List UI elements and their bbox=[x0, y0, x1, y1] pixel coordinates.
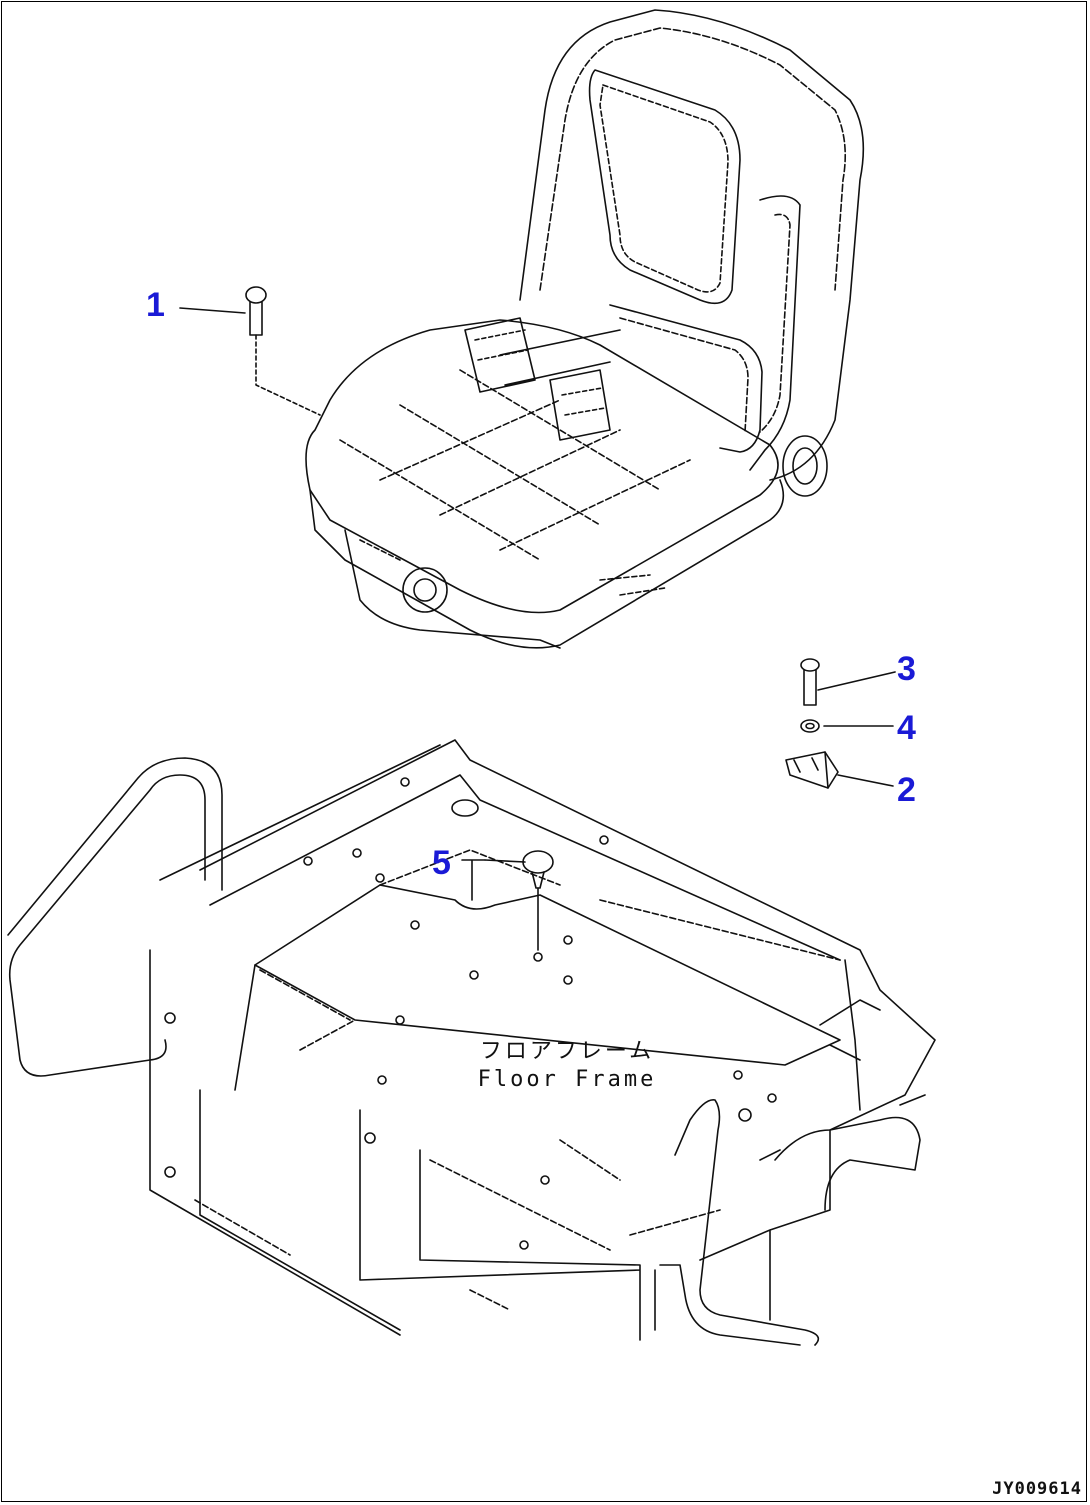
floor-frame bbox=[7, 739, 936, 1346]
callout-1: 1 bbox=[146, 286, 165, 324]
seat-backrest-panel-inner bbox=[599, 84, 729, 293]
part-5-grommet bbox=[522, 850, 554, 951]
floor-frame-label-jp: フロアフレーム bbox=[479, 1039, 655, 1064]
seat-belt-buckle bbox=[474, 329, 606, 416]
right-handrail-outer bbox=[654, 1264, 801, 1346]
leader-1 bbox=[179, 307, 246, 314]
callout-5: 5 bbox=[432, 844, 451, 882]
part-4-washer bbox=[800, 719, 820, 733]
callout-3: 3 bbox=[897, 650, 916, 688]
floor-frame-front-wall bbox=[149, 949, 401, 1336]
seat-backrest-inner bbox=[539, 27, 847, 291]
floor-frame-recess bbox=[254, 884, 841, 1066]
seat-suspension-wheel bbox=[402, 567, 448, 613]
seat-cushion-quilting bbox=[339, 369, 691, 561]
leader-3 bbox=[817, 671, 896, 691]
left-handrail bbox=[8, 774, 206, 1077]
part-1-bolt bbox=[245, 286, 321, 416]
floor-frame-top bbox=[199, 739, 936, 1131]
floor-frame-front-panel bbox=[359, 1109, 641, 1341]
left-handrail-inner bbox=[7, 757, 223, 936]
leader-5 bbox=[461, 859, 486, 901]
callout-4: 4 bbox=[897, 709, 916, 747]
drawing-number: JY009614 bbox=[992, 1479, 1082, 1499]
callout-2: 2 bbox=[897, 771, 916, 809]
floor-frame-recess-inner bbox=[299, 849, 841, 1051]
leader-2 bbox=[837, 774, 894, 787]
seat-belt bbox=[464, 317, 621, 441]
floor-frame-dashed-edges bbox=[194, 969, 721, 1311]
seat-suspension-wheel-hub bbox=[413, 578, 437, 602]
seat-side-bolster-inner bbox=[759, 213, 791, 433]
part-2-bracket bbox=[785, 751, 839, 789]
seat-suspension-detail bbox=[359, 539, 666, 596]
seat-cushion-front bbox=[309, 479, 785, 649]
rear-post bbox=[819, 959, 881, 1111]
seat-side-bolster bbox=[749, 195, 801, 471]
rear-mount bbox=[759, 1094, 926, 1211]
seat-armrest-inner bbox=[619, 317, 749, 433]
seat-suspension bbox=[344, 529, 561, 649]
leader-5-b bbox=[484, 859, 526, 863]
seat-backrest-panel bbox=[588, 69, 741, 305]
operator-seat bbox=[305, 9, 865, 649]
right-handrail bbox=[674, 1099, 820, 1346]
floor-frame-top-edge bbox=[159, 744, 841, 961]
seat-recline-knob-inner bbox=[792, 447, 818, 485]
part-3-bolt bbox=[800, 658, 820, 706]
seat-armrest bbox=[609, 304, 763, 453]
floor-frame-label-en: Floor Frame bbox=[477, 1067, 657, 1092]
floor-frame-holes bbox=[164, 777, 777, 1250]
seat-backrest bbox=[519, 9, 865, 481]
seat-cushion bbox=[305, 319, 779, 614]
seat-recline-knob bbox=[782, 435, 828, 497]
floor-frame-side-wall bbox=[699, 1129, 831, 1321]
